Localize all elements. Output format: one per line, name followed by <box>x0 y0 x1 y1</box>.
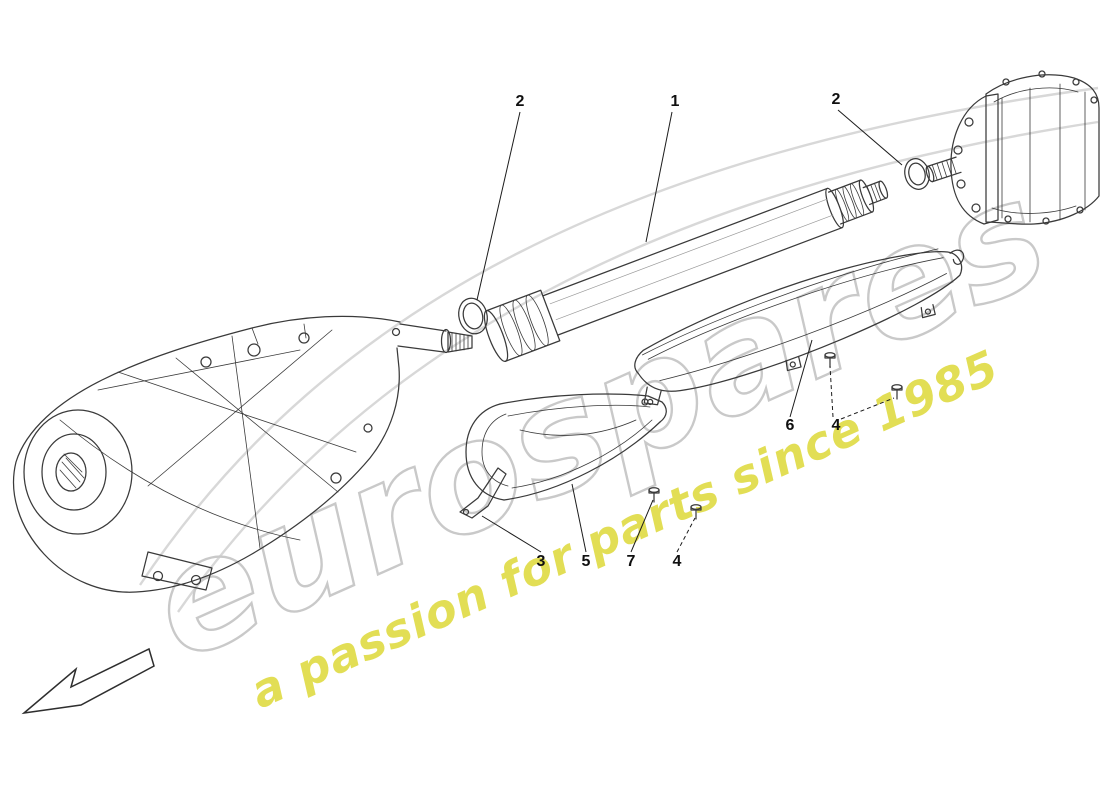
stub-spline-hatch <box>931 158 957 181</box>
fasteners <box>648 352 903 520</box>
screw-fastener[interactable] <box>648 487 660 503</box>
seal-ring-right-drawing[interactable] <box>901 156 932 192</box>
hub-hatch <box>59 453 85 489</box>
housing-ribs <box>991 83 1086 223</box>
callout-transmission-pipe[interactable]: 1 <box>671 93 680 110</box>
callout-lower-shield-bracket[interactable]: 3 <box>537 553 546 570</box>
direction-arrow-icon <box>21 647 155 715</box>
callout-seal-ring-left[interactable]: 2 <box>516 93 525 110</box>
gearbox-ribs <box>59 323 357 549</box>
gearbox-left-drawing[interactable] <box>12 315 473 593</box>
gearbox-right-drawing[interactable] <box>925 70 1100 225</box>
callout-upper-shield-fasteners[interactable]: 4 <box>832 417 841 434</box>
screw-fastener[interactable] <box>690 504 702 520</box>
callout-upper-heat-shield[interactable]: 6 <box>786 417 795 434</box>
spline-hatch <box>451 332 469 352</box>
shield-contours <box>642 248 947 382</box>
screw-fastener[interactable] <box>824 352 836 368</box>
watermark-swoosh-icon <box>139 86 1099 586</box>
upper-heat-shield-drawing[interactable] <box>624 229 981 419</box>
screw-fastener[interactable] <box>891 384 903 400</box>
callout-lower-shield-fastener-2[interactable]: 4 <box>673 553 682 570</box>
pipe-spline-hatch <box>866 182 882 204</box>
callout-seal-ring-right[interactable]: 2 <box>832 91 841 108</box>
watermark-swoosh-icon <box>177 120 1099 613</box>
transmission-pipe-drawing[interactable] <box>480 163 896 363</box>
shield-contours <box>507 404 653 489</box>
callout-lower-heat-shield[interactable]: 5 <box>582 553 591 570</box>
callout-lower-shield-fastener[interactable]: 7 <box>627 553 636 570</box>
callout-leader-lines <box>476 109 903 553</box>
seal-ring-left-drawing[interactable] <box>455 295 491 337</box>
lower-heat-shield-drawing[interactable] <box>459 393 667 519</box>
shield-bracket-drawing[interactable] <box>459 467 507 519</box>
